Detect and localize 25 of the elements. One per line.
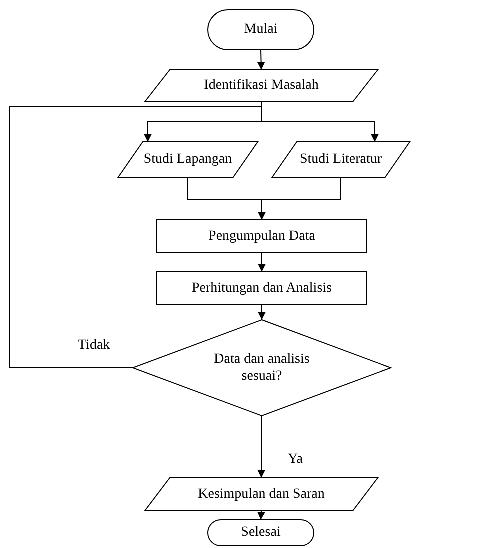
node-label: Pengumpulan Data — [208, 228, 316, 246]
node-label: Mulai — [244, 21, 278, 39]
arrow — [257, 510, 266, 520]
io-parallelogram — [118, 142, 258, 178]
node-label: Data dan analisis sesuai? — [213, 350, 311, 386]
node-label: Studi Lapangan — [144, 151, 232, 169]
decision-diamond — [133, 320, 391, 416]
terminal-shape — [208, 520, 314, 546]
io-parallelogram — [145, 478, 378, 511]
arrow — [258, 416, 266, 478]
process-box — [157, 220, 367, 253]
io-parallelogram — [272, 142, 410, 178]
io-parallelogram — [145, 70, 378, 102]
arrow — [258, 178, 342, 220]
terminal-shape — [208, 10, 314, 50]
node-label: Identifikasi Masalah — [204, 77, 319, 95]
arrow — [258, 252, 266, 272]
node-label: Perhitungan dan Analisis — [192, 280, 332, 298]
arrow — [257, 50, 266, 70]
node-label: Kesimpulan dan Saran — [198, 486, 325, 504]
process-box — [157, 272, 367, 305]
arrow — [10, 106, 379, 368]
arrow — [258, 304, 266, 320]
node-label: Studi Literatur — [300, 151, 382, 169]
node-label: Selesai — [241, 524, 281, 542]
